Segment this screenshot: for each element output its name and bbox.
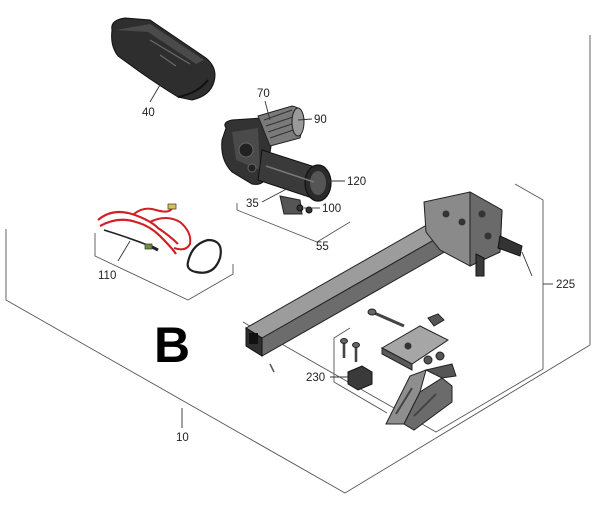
part-40-cover <box>111 17 216 101</box>
callout-120: 120 <box>347 176 366 188</box>
leader-lines <box>117 77 553 428</box>
callout-110: 110 <box>98 270 116 282</box>
assembly-frame-230 <box>333 327 388 414</box>
part-120-cylinder <box>257 149 332 202</box>
callout-70: 70 <box>257 88 270 100</box>
part-230-bracket-kit <box>340 308 457 431</box>
callout-35: 35 <box>246 198 259 210</box>
callout-90: 90 <box>314 114 327 126</box>
part-225-beam <box>245 191 523 373</box>
part-70-motor-assembly <box>221 105 332 215</box>
part-90-motor-fins <box>257 105 305 147</box>
callout-10: 10 <box>176 432 189 444</box>
callout-225: 225 <box>556 279 575 291</box>
callout-40: 40 <box>142 107 155 119</box>
callout-230: 230 <box>306 372 325 384</box>
assembly-frame-55 <box>236 203 351 243</box>
assembly-frame-225 <box>242 183 544 433</box>
assembly-frame-110 <box>94 233 234 301</box>
assembly-frame-10 <box>5 35 591 494</box>
part-110-wiring-harness <box>97 203 222 274</box>
section-letter: B <box>154 317 190 373</box>
callout-55: 55 <box>316 241 329 253</box>
callout-100: 100 <box>322 203 341 215</box>
